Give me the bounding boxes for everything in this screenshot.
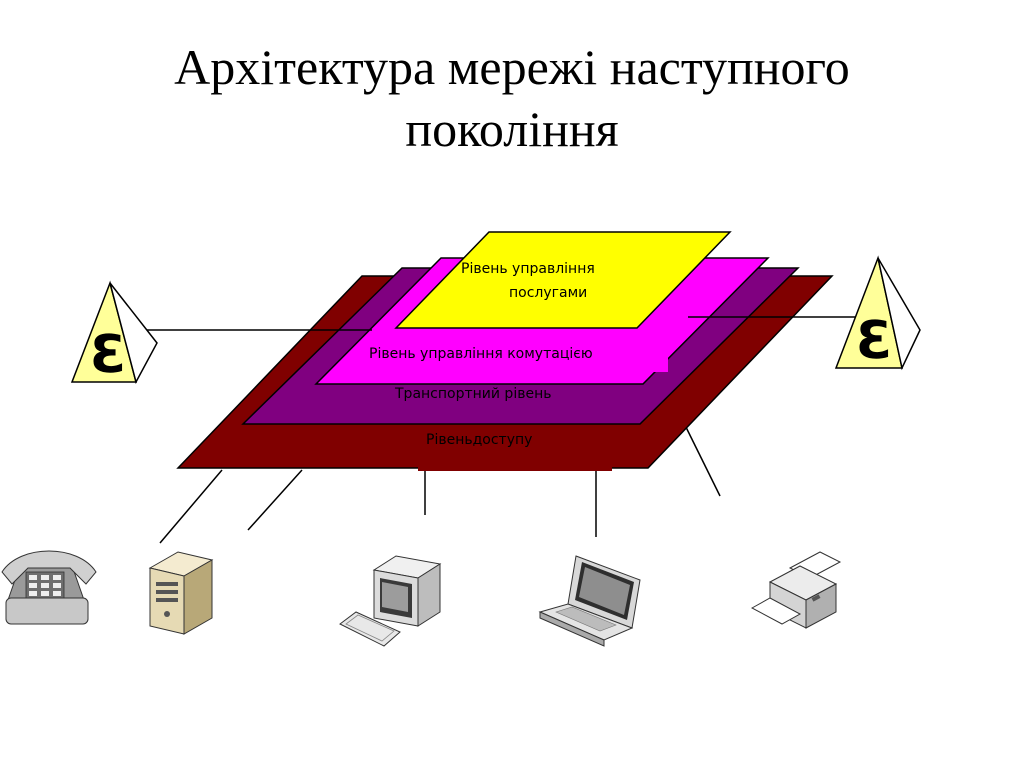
layer-services-label-line-1: Рівень управління [461,261,595,277]
printer-icon [750,551,842,629]
layer-services: Рівень управління послугами [394,231,732,329]
telephone-icon [1,550,97,625]
layer-switching-label: Рівень управління комутацією [369,346,593,362]
laptop-icon [538,555,641,647]
slide-title-line-1: Архітектура мережі наступного [174,39,850,95]
slide-title: Архітектура мережі наступного покоління [0,36,1024,160]
gateway-left-glyph: ℇ [90,325,123,385]
gateway-right-icon: ℇ [834,255,921,371]
layer-transport-label: Транспортний рівень [394,386,551,402]
layer-access-label: Рівеньдоступу [426,432,532,448]
connector-telephone [159,469,223,544]
slide-title-line-2: покоління [405,101,619,157]
server-tower-icon [148,551,214,635]
connector-server [247,469,303,531]
layer-services-label-line-2: послугами [509,285,587,301]
desktop-computer-icon [339,555,442,647]
gateway-left-icon: ℇ [70,280,158,385]
gateway-right-glyph: ℇ [856,311,889,371]
